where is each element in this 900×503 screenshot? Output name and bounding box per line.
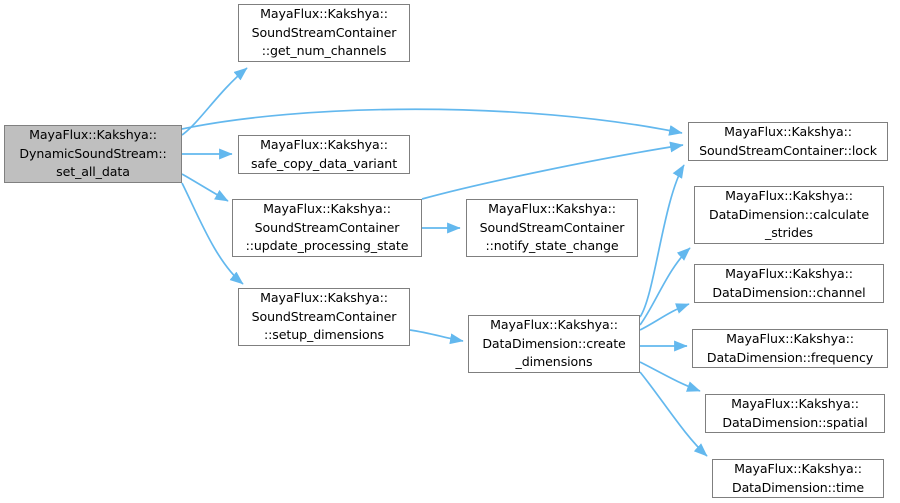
node-channel[interactable]: MayaFlux::Kakshya:: DataDimension::chann…	[694, 264, 884, 303]
node-get_num_channels[interactable]: MayaFlux::Kakshya:: SoundStreamContainer…	[238, 4, 410, 62]
node-label-setup_dimensions: MayaFlux::Kakshya:: SoundStreamContainer…	[251, 290, 397, 343]
node-spatial[interactable]: MayaFlux::Kakshya:: DataDimension::spati…	[705, 394, 885, 433]
node-set_all_data[interactable]: MayaFlux::Kakshya:: DynamicSoundStream::…	[4, 125, 182, 183]
node-label-lock: MayaFlux::Kakshya:: SoundStreamContainer…	[699, 124, 877, 158]
node-label-update_processing_state: MayaFlux::Kakshya:: SoundStreamContainer…	[245, 201, 409, 254]
edge-set_all_data-to-get_num_channels	[181, 67, 248, 136]
node-lock[interactable]: MayaFlux::Kakshya:: SoundStreamContainer…	[688, 122, 888, 161]
node-label-notify_state_change: MayaFlux::Kakshya:: SoundStreamContainer…	[479, 201, 625, 254]
node-label-safe_copy_data_variant: MayaFlux::Kakshya:: safe_copy_data_varia…	[250, 137, 398, 171]
node-frequency[interactable]: MayaFlux::Kakshya:: DataDimension::frequ…	[692, 329, 888, 368]
node-safe_copy_data_variant[interactable]: MayaFlux::Kakshya:: safe_copy_data_varia…	[238, 135, 410, 174]
node-update_processing_state[interactable]: MayaFlux::Kakshya:: SoundStreamContainer…	[232, 199, 422, 257]
node-time[interactable]: MayaFlux::Kakshya:: DataDimension::time	[712, 459, 884, 498]
edge-setup_dimensions-to-create_dimensions	[409, 329, 464, 345]
node-calculate_strides[interactable]: MayaFlux::Kakshya:: DataDimension::calcu…	[694, 186, 884, 244]
edge-set_all_data-to-setup_dimensions	[181, 182, 244, 285]
edge-create_dimensions-to-calculate_strides	[639, 247, 691, 326]
node-label-spatial: MayaFlux::Kakshya:: DataDimension::spati…	[722, 396, 868, 430]
edge-create_dimensions-to-channel	[639, 303, 690, 331]
edge-set_all_data-to-update_processing_state	[181, 173, 229, 202]
node-label-frequency: MayaFlux::Kakshya:: DataDimension::frequ…	[706, 331, 874, 365]
node-label-channel: MayaFlux::Kakshya:: DataDimension::chann…	[712, 266, 866, 300]
node-label-time: MayaFlux::Kakshya:: DataDimension::time	[731, 461, 865, 495]
edge-update_processing_state-to-lock	[421, 141, 684, 200]
edge-create_dimensions-to-spatial	[639, 361, 701, 392]
node-create_dimensions[interactable]: MayaFlux::Kakshya:: DataDimension::creat…	[468, 315, 640, 373]
edge-set_all_data-to-lock	[181, 108, 683, 136]
edge-create_dimensions-to-time	[639, 371, 708, 457]
node-label-create_dimensions: MayaFlux::Kakshya:: DataDimension::creat…	[482, 317, 626, 370]
call-edges	[181, 67, 708, 457]
node-label-calculate_strides: MayaFlux::Kakshya:: DataDimension::calcu…	[708, 188, 870, 241]
node-label-get_num_channels: MayaFlux::Kakshya:: SoundStreamContainer…	[251, 6, 397, 59]
edge-create_dimensions-to-lock	[639, 164, 685, 318]
node-label-set_all_data: MayaFlux::Kakshya:: DynamicSoundStream::…	[19, 127, 167, 180]
node-notify_state_change[interactable]: MayaFlux::Kakshya:: SoundStreamContainer…	[466, 199, 638, 257]
node-setup_dimensions[interactable]: MayaFlux::Kakshya:: SoundStreamContainer…	[238, 288, 410, 346]
